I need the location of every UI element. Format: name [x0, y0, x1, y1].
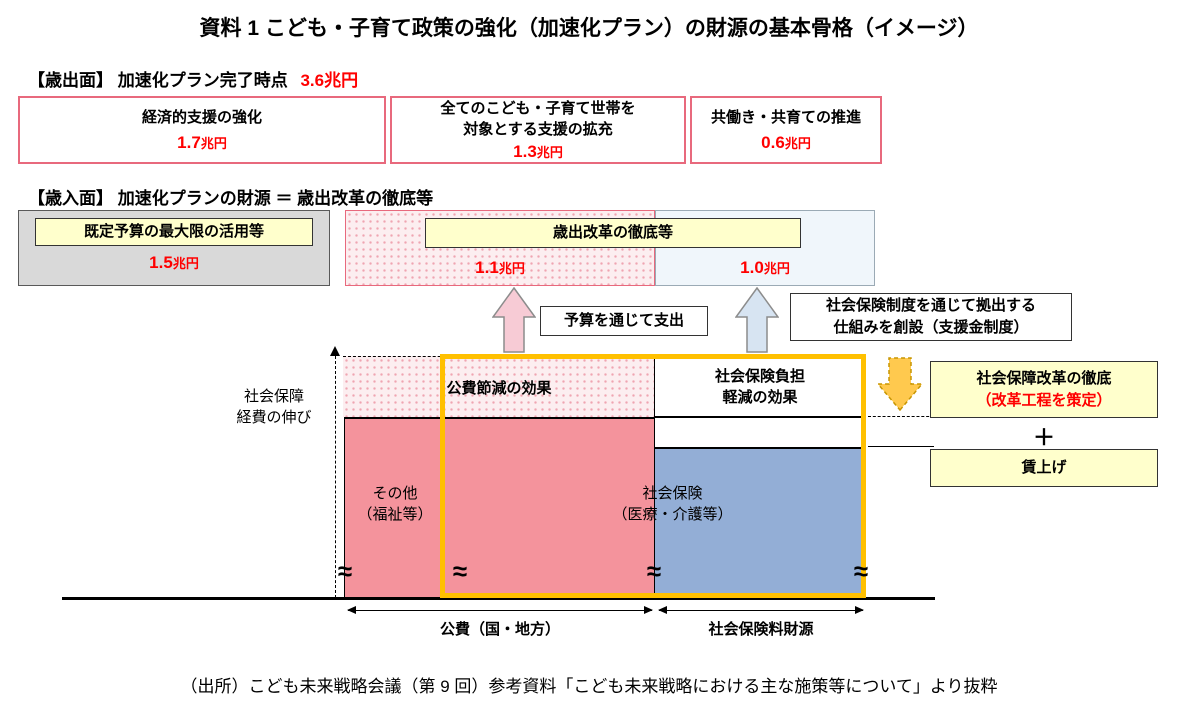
- expenditure-box-value: 1.3兆円: [513, 142, 563, 162]
- expenditure-header: 【歳出面】 加速化プラン完了時点 3.6兆円: [28, 66, 358, 91]
- social-insurance-label: 社会保険 （医療・介護等）: [612, 485, 733, 523]
- y-axis-label: 社会保障 経費の伸び: [236, 388, 312, 426]
- social-security-reform-box: 社会保障改革の徹底 （改革工程を策定）: [930, 361, 1158, 418]
- reform-box-line2: （改革工程を策定）: [976, 391, 1112, 409]
- expenditure-header-label: 【歳出面】 加速化プラン完了時点: [28, 71, 288, 90]
- expenditure-box-label-line2: 対象とする支援の拡充: [463, 120, 613, 138]
- existing-budget-label: 既定予算の最大限の活用等: [35, 218, 313, 246]
- insurance-funds-range-arrow: [658, 606, 864, 614]
- insurance-burden-region: 社会保険負担 軽減の効果: [655, 358, 865, 447]
- other-welfare-bar: [345, 417, 655, 598]
- axis-break-icon: ≈: [337, 556, 353, 586]
- axis-break-icon: ≈: [452, 556, 468, 586]
- axis-break-icon: ≈: [646, 556, 662, 586]
- up-arrow-blue-icon: [735, 287, 779, 353]
- expenditure-box-all-households: 全てのこども・子育て世帯を 対象とする支援の拡充 1.3兆円: [390, 96, 686, 164]
- up-arrow-pink-icon: [492, 287, 536, 353]
- reform-overlay-label: 歳出改革の徹底等: [425, 218, 801, 248]
- x-label-insurance-funds: 社会保険料財源: [708, 621, 814, 638]
- highlight-frame: [440, 354, 866, 598]
- existing-budget-box: 既定予算の最大限の活用等 1.5兆円: [18, 210, 330, 286]
- reform-insurance-value: 1.0兆円: [740, 258, 790, 277]
- reform-box-line1: 社会保障改革の徹底: [976, 369, 1112, 387]
- other-welfare-label: その他 （福祉等）: [357, 485, 433, 523]
- level-line-solid-extension: [868, 446, 934, 447]
- axis-break-icon: ≈: [853, 556, 869, 586]
- source-note: （出所）こども未来戦略会議（第 9 回）参考資料「こども未来戦略における主な施策…: [180, 677, 998, 696]
- expenditure-box-economic-support: 経済的支援の強化 1.7兆円: [18, 96, 386, 164]
- expenditure-box-label: 共働き・共育ての推進: [710, 108, 861, 126]
- existing-budget-value: 1.5兆円: [149, 253, 199, 272]
- insurance-burden-line1: 社会保険負担: [714, 368, 805, 385]
- public-funds-range-arrow: [347, 606, 653, 614]
- page-title: 資料 1 こども・子育て政策の強化（加速化プラン）の財源の基本骨格（イメージ）: [199, 17, 979, 40]
- x-label-public-funds: 公費（国・地方）: [439, 621, 560, 638]
- insurance-support-line2: 仕組みを創設（支援金制度）: [833, 319, 1029, 336]
- social-insurance-bar: [655, 447, 865, 598]
- insurance-support-line1: 社会保険制度を通じて拠出する: [825, 297, 1036, 315]
- expenditure-total: 3.6兆円: [300, 71, 359, 90]
- bar-left-edge-line: [344, 417, 345, 598]
- public-cost-saving-label: 公費節減の効果: [446, 379, 552, 397]
- bar-divider-line: [654, 358, 655, 598]
- revenue-header: 【歳入面】 加速化プランの財源 ＝ 歳出改革の徹底等: [28, 189, 434, 208]
- x-axis-line: [62, 597, 935, 600]
- reform-budget-value: 1.1兆円: [475, 258, 525, 277]
- budget-spend-callout: 予算を通じて支出: [540, 306, 708, 336]
- level-line-over-blue: [655, 416, 865, 418]
- expenditure-box-label-line1: 全てのこども・子育て世帯を: [440, 99, 636, 117]
- y-axis-dashed-line: [335, 356, 336, 598]
- expenditure-box-value: 1.7兆円: [177, 133, 227, 153]
- expenditure-box-dual-income: 共働き・共育ての推進 0.6兆円: [690, 96, 882, 164]
- level-line-dashed-extension: [868, 416, 934, 417]
- y-axis-arrowhead-icon: [330, 346, 340, 356]
- expenditure-box-value: 0.6兆円: [761, 133, 811, 153]
- plus-sign: ＋: [1032, 425, 1055, 450]
- insurance-support-callout: 社会保険制度を通じて拠出する 仕組みを創設（支援金制度）: [790, 293, 1072, 341]
- wage-increase-box: 賃上げ: [930, 449, 1158, 487]
- insurance-burden-line2: 軽減の効果: [722, 389, 798, 406]
- expenditure-box-label: 経済的支援の強化: [141, 108, 262, 126]
- down-arrow-yellow-icon: [877, 357, 923, 411]
